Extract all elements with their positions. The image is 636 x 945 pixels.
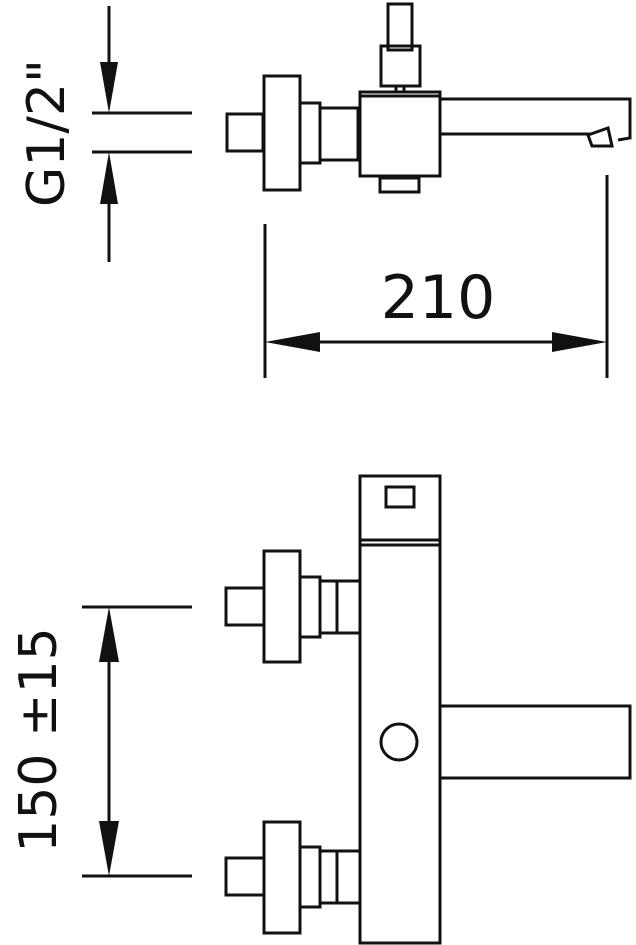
centers-label: 150 ±15 — [9, 627, 69, 853]
diverter-window — [384, 485, 416, 509]
diverter-base — [394, 84, 406, 94]
diverter-knob — [386, 2, 414, 52]
arrow-width-left — [265, 332, 320, 352]
aerator — [586, 126, 614, 148]
arrow-centers-up — [99, 607, 119, 662]
front-spout — [438, 704, 632, 780]
lower-flange — [262, 820, 302, 935]
front-arrowheads — [99, 607, 119, 876]
bottom-outlet — [378, 176, 421, 194]
front-view — [82, 474, 632, 945]
diverter-collar — [379, 44, 422, 88]
upper-cap-nut — [224, 586, 266, 627]
lower-connector — [318, 849, 362, 905]
arrow-centers-down — [99, 821, 119, 876]
top-arrowheads — [100, 62, 607, 352]
width-label: 210 — [381, 263, 496, 333]
flange — [262, 74, 302, 192]
hex-nut — [298, 101, 322, 165]
upper-flange — [262, 549, 302, 664]
lower-cap-nut — [224, 856, 266, 897]
connector — [318, 106, 360, 162]
lower-hex-nut — [298, 845, 322, 909]
upper-hex-nut — [298, 575, 322, 639]
top-view — [92, 2, 632, 378]
mounting-circle — [379, 722, 419, 762]
thread-label: G1/2" — [17, 59, 77, 207]
upper-connector — [318, 579, 362, 635]
arrow-width-right — [552, 332, 607, 352]
body-block — [358, 90, 442, 178]
spout — [440, 97, 632, 142]
arrow-thread-down — [100, 62, 118, 113]
left-cap-nut — [225, 112, 265, 153]
arrow-thread-up — [100, 152, 118, 204]
